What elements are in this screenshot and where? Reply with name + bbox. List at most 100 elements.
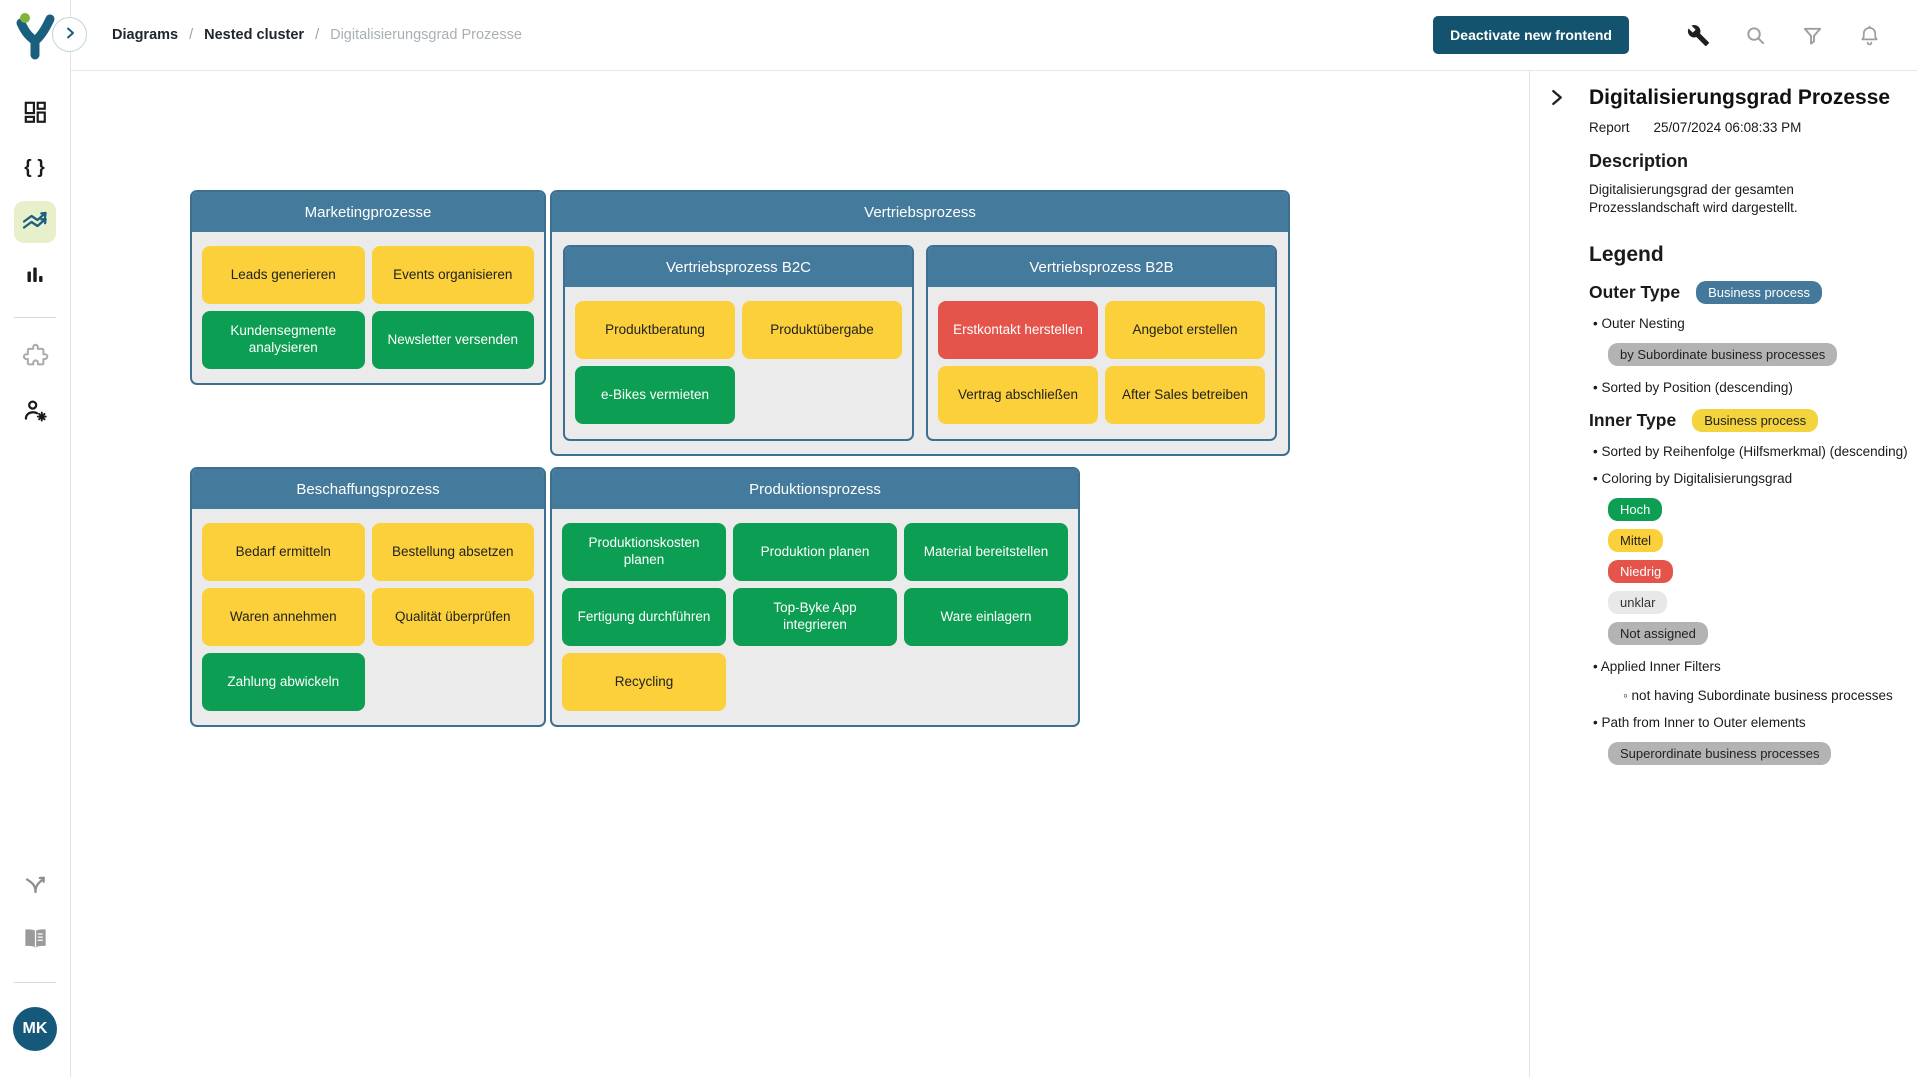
topbar: Diagrams / Nested cluster / Digitalisier… <box>70 0 1917 71</box>
sidebar-item-docs[interactable] <box>14 920 56 962</box>
process-box[interactable]: Bestellung absetzen <box>371 523 534 581</box>
breadcrumb-separator: / <box>189 27 194 43</box>
process-box[interactable]: e-Bikes vermieten <box>575 366 735 424</box>
process-box[interactable]: Material bereitstellen <box>904 523 1068 581</box>
sidebar-expand-button[interactable] <box>52 17 87 52</box>
outer-nesting-bullet: Outer Nesting <box>1593 316 1903 331</box>
cluster-header[interactable]: Produktionsprozess <box>552 469 1078 509</box>
sidebar: { } <box>0 0 71 1077</box>
cluster-header[interactable]: Beschaffungsprozess <box>192 469 544 509</box>
legend-color-badge: Not assigned <box>1608 622 1708 646</box>
process-box[interactable]: Fertigung durchführen <box>562 588 726 646</box>
process-box[interactable]: Produktion planen <box>733 523 897 581</box>
dashboard-icon <box>22 99 48 130</box>
process-box[interactable]: Produktionskosten planen <box>562 523 726 581</box>
description-text: Digitalisierungsgrad der gesamten Prozes… <box>1589 182 1798 216</box>
process-box[interactable]: Vertrag abschließen <box>938 366 1098 424</box>
search-icon[interactable] <box>1744 24 1767 47</box>
sidebar-item-code[interactable]: { } <box>14 147 56 189</box>
legend-color-badge: Mittel <box>1608 529 1664 553</box>
topbar-actions: Deactivate new frontend <box>1433 16 1881 54</box>
process-box[interactable]: Recycling <box>562 653 726 711</box>
panel-collapse-chevron-icon[interactable] <box>1548 89 1566 109</box>
outer-sort-bullet: Sorted by Position (descending) <box>1593 380 1903 395</box>
cluster-header[interactable]: Vertriebsprozess <box>552 192 1288 232</box>
report-row: Report 25/07/2024 06:08:33 PM <box>1589 120 1903 135</box>
applied-filters-sub-bullet: not having Subordinate business processe… <box>1623 688 1903 703</box>
outer-nesting-badge: by Subordinate business processes <box>1608 343 1838 367</box>
process-box[interactable]: Ware einlagern <box>904 588 1068 646</box>
outer-type-badge: Business process <box>1696 281 1822 305</box>
process-box[interactable]: Produktübergabe <box>742 301 902 359</box>
user-settings-icon <box>22 397 49 429</box>
cluster-header[interactable]: Vertriebsprozess B2B <box>928 247 1275 287</box>
cluster-header[interactable]: Marketingprozesse <box>192 192 544 232</box>
logo-y-icon <box>16 13 55 60</box>
user-avatar[interactable]: MK <box>13 1007 57 1051</box>
sidebar-divider <box>14 317 56 318</box>
process-box[interactable]: Top-Byke App integrieren <box>733 588 897 646</box>
breadcrumb-item-current: Digitalisierungsgrad Prozesse <box>330 27 522 43</box>
process-box[interactable]: Qualität überprüfen <box>371 588 534 646</box>
process-box[interactable]: Newsletter versenden <box>371 311 534 369</box>
panel-title: Digitalisierungsgrad Prozesse <box>1589 86 1891 109</box>
chevron-right-icon <box>63 26 77 43</box>
coloring-bullet: Coloring by Digitalisierungsgrad <box>1593 471 1903 486</box>
process-box[interactable]: Leads generieren <box>202 246 365 304</box>
deactivate-frontend-button[interactable]: Deactivate new frontend <box>1433 16 1629 54</box>
report-timestamp: 25/07/2024 06:08:33 PM <box>1653 120 1802 135</box>
sidebar-item-versions[interactable] <box>14 866 56 908</box>
sidebar-item-dashboard[interactable] <box>14 93 56 135</box>
code-braces-icon: { } <box>24 157 46 178</box>
cluster-header[interactable]: Vertriebsprozess B2C <box>565 247 912 287</box>
diagram-trend-icon <box>21 206 49 239</box>
notifications-bell-icon[interactable] <box>1858 24 1881 47</box>
process-box[interactable]: Erstkontakt herstellen <box>938 301 1098 359</box>
bar-chart-icon <box>23 262 47 291</box>
filter-icon[interactable] <box>1801 24 1824 47</box>
details-panel: Digitalisierungsgrad Prozesse Report 25/… <box>1529 70 1917 1077</box>
legend-color-badge: Hoch <box>1608 498 1663 522</box>
breadcrumb-separator: / <box>315 27 320 43</box>
inner-type-row: Inner Type Business process <box>1589 409 1903 433</box>
sidebar-item-user-admin[interactable] <box>14 392 56 434</box>
breadcrumb-item-diagrams[interactable]: Diagrams <box>112 27 179 43</box>
process-box[interactable]: Angebot erstellen <box>1105 301 1265 359</box>
process-box[interactable]: Produktberatung <box>575 301 735 359</box>
process-box[interactable]: Bedarf ermitteln <box>202 523 365 581</box>
report-label: Report <box>1589 120 1630 135</box>
applied-filters-bullet: Applied Inner Filters <box>1593 659 1903 674</box>
admin-wrench-icon[interactable] <box>1687 24 1710 47</box>
panel-header: Digitalisierungsgrad Prozesse <box>1548 86 1903 110</box>
branch-split-icon <box>22 871 49 903</box>
sidebar-divider-bottom <box>14 982 56 983</box>
app-logo[interactable] <box>12 12 58 65</box>
sidebar-item-plugins[interactable] <box>14 338 56 380</box>
process-box[interactable]: Kundensegmente analysieren <box>202 311 365 369</box>
process-box[interactable]: Waren annehmen <box>202 588 365 646</box>
process-box[interactable]: Events organisieren <box>371 246 534 304</box>
outer-type-row: Outer Type Business process <box>1589 281 1903 305</box>
outer-type-label: Outer Type <box>1589 282 1681 303</box>
path-badge-wrap: Superordinate business processes <box>1608 742 1903 766</box>
process-box[interactable]: After Sales betreiben <box>1105 366 1265 424</box>
legend-color-badge: unklar <box>1608 591 1668 615</box>
breadcrumb-item-nested-cluster[interactable]: Nested cluster <box>204 27 305 43</box>
process-box[interactable]: Zahlung abwickeln <box>202 653 365 711</box>
path-badge: Superordinate business processes <box>1608 742 1832 766</box>
sidebar-item-diagrams[interactable] <box>14 201 56 243</box>
sidebar-item-charts[interactable] <box>14 255 56 297</box>
inner-type-label: Inner Type <box>1589 410 1677 431</box>
inner-type-badge: Business process <box>1692 409 1819 433</box>
